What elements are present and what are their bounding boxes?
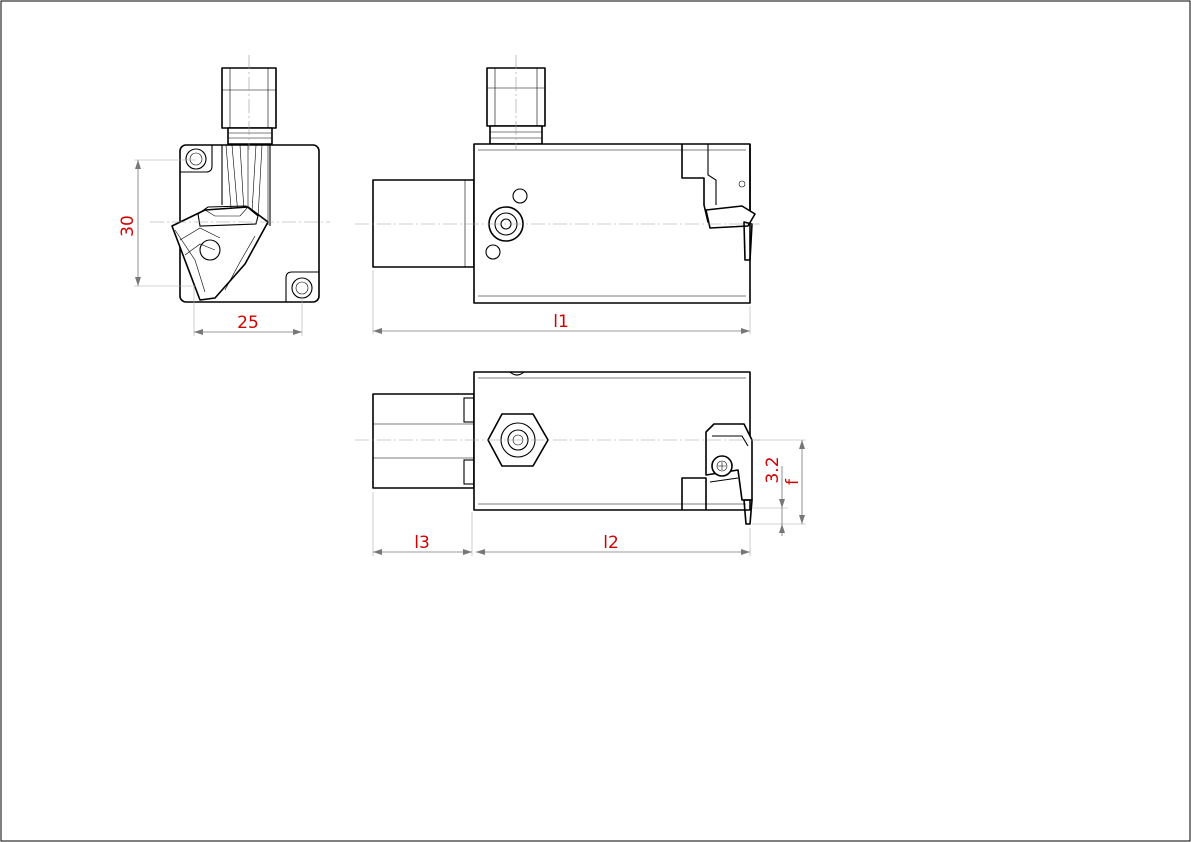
dimension-l1-label: l1 xyxy=(553,312,569,332)
dimension-l2: l2 xyxy=(476,528,751,556)
end-view xyxy=(150,55,330,303)
side-view-hole-top xyxy=(512,188,528,204)
dimension-l3: l3 xyxy=(372,492,473,556)
dimension-3-2: 3.2 xyxy=(752,456,806,536)
end-view-insert-screw xyxy=(199,239,221,261)
side-view-shank xyxy=(372,179,475,268)
dimension-l1: l1 xyxy=(372,270,751,334)
end-view-fitting-thread xyxy=(227,127,273,145)
dimension-l2-label: l2 xyxy=(603,533,619,553)
dimension-l3-label: l3 xyxy=(414,533,430,553)
dimension-30-label: 30 xyxy=(118,215,138,237)
dimension-30: 30 xyxy=(118,159,196,287)
side-view xyxy=(355,55,760,304)
side-view-body xyxy=(473,143,751,304)
dimension-f-label: f xyxy=(783,478,803,485)
top-view xyxy=(355,371,760,525)
end-view-screw-top xyxy=(185,148,207,170)
dimension-25: 25 xyxy=(193,286,303,336)
side-view-hole-bottom xyxy=(485,244,501,260)
dimension-3-2-label: 3.2 xyxy=(763,456,783,483)
dimension-f: f xyxy=(752,439,806,524)
dimension-25-label: 25 xyxy=(237,313,259,333)
side-view-insert xyxy=(705,205,756,229)
top-view-shank xyxy=(372,393,475,489)
